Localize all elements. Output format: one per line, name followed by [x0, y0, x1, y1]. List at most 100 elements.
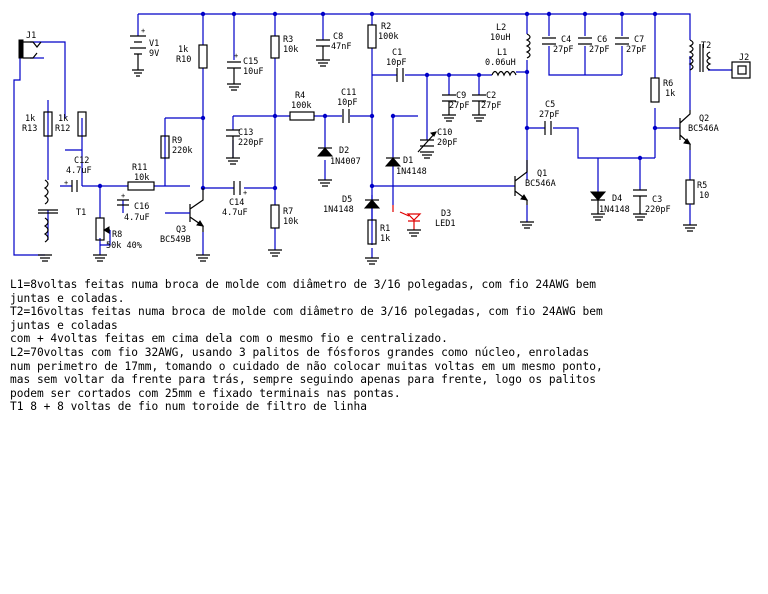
c11-capacitor: C11 10pF: [337, 88, 357, 123]
c5-value: 27pF: [539, 110, 559, 120]
r1-resistor: R1 1k: [367, 219, 390, 245]
q2-label: Q2: [699, 114, 709, 124]
l2-inductor: L2 10uH: [490, 23, 531, 59]
c9-label: C9: [456, 91, 466, 101]
j1-jack: J1: [18, 31, 42, 59]
note-line: juntas e coladas: [10, 318, 118, 332]
r9-label: R9: [172, 136, 182, 146]
j2-connector: J2: [731, 53, 751, 79]
r11-value: 10k: [134, 173, 149, 183]
wires: [13, 13, 732, 258]
c12-label: C12: [74, 156, 89, 166]
r10-value: 1k: [178, 45, 188, 55]
l1-value: 0.06uH: [485, 58, 516, 68]
c3-label: C3: [652, 195, 662, 205]
c3-value: 220pF: [645, 205, 671, 215]
r12-label: R12: [55, 124, 70, 134]
d1-diode: D1 1N4148: [384, 156, 427, 177]
svg-text:+: +: [141, 27, 145, 35]
q1-transistor: Q1 BC546A: [514, 160, 556, 205]
r11-label: R11: [132, 163, 147, 173]
r5-label: R5: [697, 181, 707, 191]
c10-value: 20pF: [437, 138, 457, 148]
r3-resistor: R3 10k: [270, 35, 298, 59]
c5-label: C5: [545, 100, 555, 110]
c8-capacitor: C8 47nF: [316, 32, 351, 60]
c4-capacitor: C4 27pF: [542, 35, 573, 55]
d5-label: D5: [342, 195, 352, 205]
d2-diode: D2 1N4007: [316, 146, 361, 167]
d2-value: 1N4007: [330, 157, 361, 167]
svg-text:1k: 1k: [25, 114, 35, 124]
c11-label: C11: [341, 88, 356, 98]
t1-transformer: T1: [38, 179, 86, 243]
d3-led: D3 LED1: [392, 205, 455, 230]
t1-label: T1: [76, 208, 86, 218]
d3-value: LED1: [435, 219, 455, 229]
c16-value: 4.7uF: [124, 213, 150, 223]
c1-capacitor: C1 10pF: [386, 48, 406, 82]
v1-battery: + V1 9V: [130, 27, 159, 77]
q1-label: Q1: [537, 169, 547, 179]
r2-resistor: R2 100k: [367, 22, 398, 49]
c9-value: 27pF: [449, 101, 469, 111]
r3-label: R3: [283, 35, 293, 45]
r6-label: R6: [663, 79, 673, 89]
r13-resistor: 1k R13: [22, 111, 53, 137]
ground-symbols: [38, 59, 697, 265]
note-line: L2=70voltas com fio 32AWG, usando 3 pali…: [10, 345, 590, 359]
v1-label: V1: [149, 39, 159, 49]
r9-resistor: R9 220k: [160, 135, 192, 159]
c7-value: 27pF: [626, 45, 646, 55]
r3-value: 10k: [283, 45, 298, 55]
schematic: J1 + V1 9V 1k R13 1k R12 T1 + C12 4.7uF …: [13, 11, 751, 265]
c2-value: 27pF: [481, 101, 501, 111]
c14-capacitor: + C14 4.7uF: [222, 181, 248, 218]
c1-value: 10pF: [386, 58, 406, 68]
c3-capacitor: C3 220pF: [633, 189, 671, 215]
c11-value: 10pF: [337, 98, 357, 108]
r8-potentiometer: R8 50k 40%: [95, 217, 142, 251]
r4-resistor: R4 100k: [289, 91, 315, 121]
c8-label: C8: [333, 32, 343, 42]
note-line: T1 8 + 8 voltas de fio num toroide de fi…: [10, 400, 367, 414]
r12-value: 1k: [58, 114, 68, 124]
note-line: mas sem voltar da frente para trás, semp…: [10, 373, 596, 387]
r7-label: R7: [283, 207, 293, 217]
c8-value: 47nF: [331, 42, 351, 52]
r6-resistor: R6 1k: [650, 77, 675, 103]
note-line: num perimetro de 17mm, tomando o cuidado…: [10, 359, 603, 373]
d5-value: 1N4148: [323, 205, 354, 215]
r9-value: 220k: [172, 146, 192, 156]
c6-capacitor: C6 27pF: [578, 35, 609, 55]
svg-text:+: +: [234, 52, 238, 60]
r8-value: 50k 40%: [106, 241, 142, 251]
c16-capacitor: + C16 4.7uF: [117, 192, 150, 223]
c7-capacitor: C7 27pF: [615, 35, 646, 55]
l1-label: L1: [497, 48, 507, 58]
c13-label: C13: [238, 128, 253, 138]
c14-value: 4.7uF: [222, 208, 248, 218]
svg-text:+: +: [64, 179, 68, 187]
r13-label: R13: [22, 124, 37, 134]
c4-label: C4: [561, 35, 571, 45]
c6-label: C6: [597, 35, 607, 45]
note-line: com + 4voltas feitas em cima dela com o …: [10, 332, 448, 346]
c7-label: C7: [634, 35, 644, 45]
c4-value: 27pF: [553, 45, 573, 55]
note-line: juntas e coladas.: [10, 291, 125, 305]
svg-text:+: +: [243, 189, 247, 197]
c2-capacitor: C2 27pF: [472, 91, 501, 115]
j1-label: J1: [26, 31, 36, 41]
r6-value: 1k: [665, 89, 675, 99]
c15-capacitor: + C15 10uF: [227, 52, 263, 77]
t2-label: T2: [701, 41, 711, 51]
r5-value: 10: [699, 191, 709, 201]
note-line: L1=8voltas feitas numa broca de molde co…: [10, 278, 596, 291]
r4-label: R4: [295, 91, 305, 101]
r7-resistor: R7 10k: [270, 204, 298, 229]
q3-label: Q3: [176, 225, 186, 235]
d4-diode: D4 1N4148: [589, 191, 630, 215]
r1-value: 1k: [380, 234, 390, 244]
c13-value: 220pF: [238, 138, 264, 148]
